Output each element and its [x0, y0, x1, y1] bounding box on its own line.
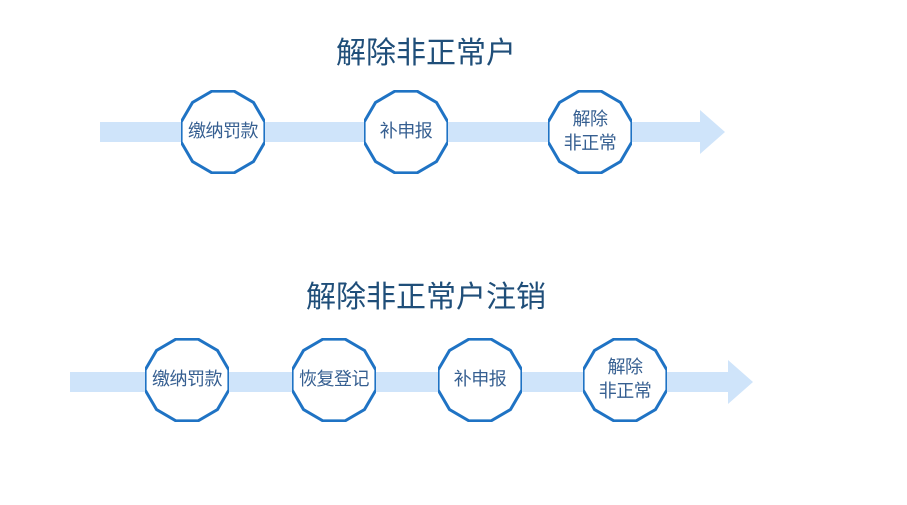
flow-2-step-3-label: 补申报 [453, 369, 507, 390]
flow-2-step-2: 恢复登记 [292, 338, 376, 422]
flow-1-step-3-label: 解除 非正常 [563, 109, 617, 154]
flow-2-step-4: 解除 非正常 [583, 338, 667, 422]
flow-2-step-1-label: 缴纳罚款 [152, 369, 223, 390]
flow-1-step-2-label: 补申报 [379, 121, 433, 142]
flow-1-step-2: 补申报 [364, 90, 448, 174]
flow-2-step-1: 缴纳罚款 [145, 338, 229, 422]
dodecagon-shape [364, 90, 448, 174]
dodecagon-shape [583, 338, 667, 422]
flow-1-step-1-label: 缴纳罚款 [188, 121, 259, 142]
flow-2-title: 解除非正常户注销 [306, 280, 546, 315]
flow-1-title: 解除非正常户 [336, 36, 516, 71]
flow-1-step-1: 缴纳罚款 [181, 90, 265, 174]
dodecagon-shape [548, 90, 632, 174]
flow-2-step-4-label: 解除 非正常 [598, 357, 652, 402]
dodecagon-shape [438, 338, 522, 422]
dodecagon-shape [181, 90, 265, 174]
flow-2-arrow [70, 360, 753, 404]
flow-2-step-3: 补申报 [438, 338, 522, 422]
dodecagon-shape [292, 338, 376, 422]
dodecagon-shape [145, 338, 229, 422]
flow-1-step-3: 解除 非正常 [548, 90, 632, 174]
flow-2-arrow-shape [70, 360, 753, 404]
flow-2-step-2-label: 恢复登记 [299, 369, 370, 390]
